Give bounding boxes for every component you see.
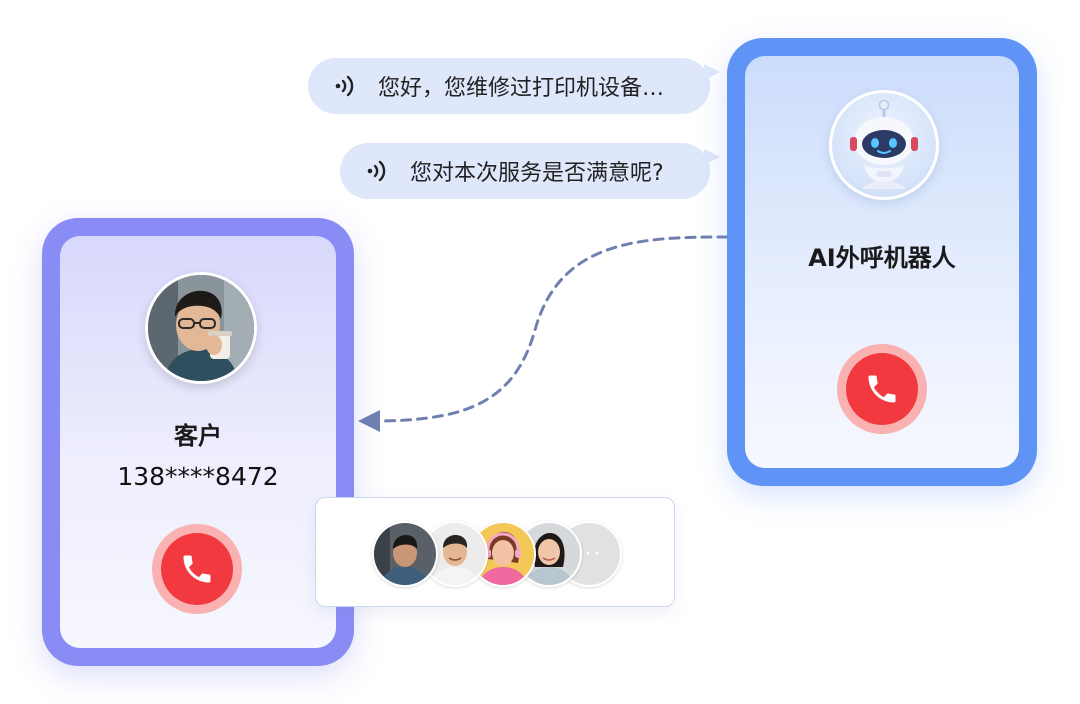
bubble-tail xyxy=(704,64,720,80)
bubble-tail xyxy=(704,149,720,165)
customer-hangup-button[interactable] xyxy=(152,524,242,614)
phone-hangup-icon xyxy=(183,555,211,583)
flow-arrow-line xyxy=(378,235,729,423)
robot-avatar xyxy=(829,90,939,200)
hangup-button-core xyxy=(846,353,918,425)
chat-bubble: 您对本次服务是否满意呢? xyxy=(340,143,720,199)
group-avatar xyxy=(372,521,438,587)
chat-bubble-text: 您好，您维修过打印机设备… xyxy=(378,76,665,101)
customer-card-inner: 客户 138****8472 xyxy=(60,236,336,648)
phone-hangup-icon xyxy=(868,375,896,403)
customer-card: 客户 138****8472 xyxy=(42,218,354,666)
customer-phone: 138****8472 xyxy=(117,462,279,491)
robot-card: AI外呼机器人 xyxy=(727,38,1037,486)
chat-bubble-text: 您对本次服务是否满意呢? xyxy=(410,161,664,186)
robot-title: AI外呼机器人 xyxy=(808,244,956,272)
customer-avatar xyxy=(145,272,257,384)
voice-wave-icon xyxy=(364,157,392,185)
customer-title: 客户 xyxy=(174,422,222,450)
voice-wave-icon xyxy=(332,72,360,100)
robot-card-inner: AI外呼机器人 xyxy=(745,56,1019,468)
customer-group-box: ··· xyxy=(315,497,675,607)
chat-bubble: 您好，您维修过打印机设备… xyxy=(308,58,720,114)
robot-hangup-button[interactable] xyxy=(837,344,927,434)
flow-arrow-head xyxy=(358,410,380,432)
hangup-button-core xyxy=(161,533,233,605)
